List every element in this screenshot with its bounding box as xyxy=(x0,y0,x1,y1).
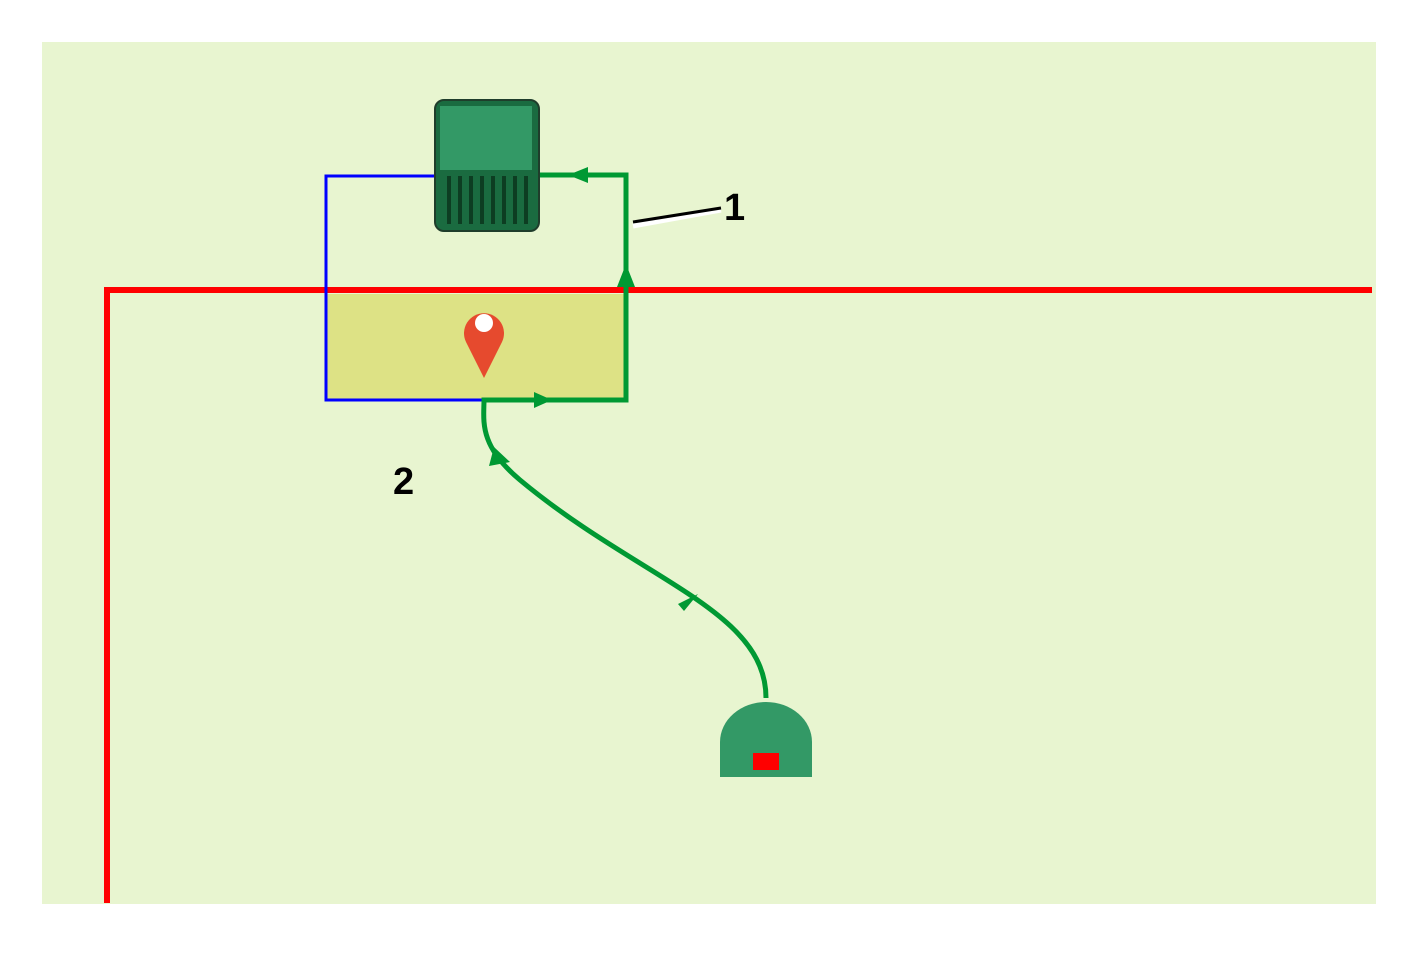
route-arrow xyxy=(678,594,698,611)
station-fin xyxy=(513,176,517,224)
guide-wire xyxy=(324,174,484,402)
route-arrow xyxy=(568,167,588,183)
route-arrow xyxy=(489,447,510,466)
callout-1-leader xyxy=(632,206,722,224)
station-fin xyxy=(458,176,462,224)
boundary-wire xyxy=(104,287,1372,903)
station-fin xyxy=(480,176,484,224)
location-pin-icon xyxy=(463,313,505,378)
robotic-mower-icon xyxy=(720,702,812,777)
station-fin xyxy=(469,176,473,224)
callout-1-label: 1 xyxy=(724,187,745,229)
station-fin xyxy=(502,176,506,224)
lawn-area xyxy=(42,42,1376,904)
callout-2-label: 2 xyxy=(393,461,414,503)
station-fin xyxy=(491,176,495,224)
route-arrow xyxy=(617,264,635,287)
station-fin xyxy=(524,176,528,224)
callout-1-leader-halo xyxy=(632,207,722,229)
station-fin xyxy=(447,176,451,224)
charging-station-icon xyxy=(434,99,540,232)
mower-route xyxy=(481,172,769,699)
route-arrow xyxy=(534,392,552,408)
